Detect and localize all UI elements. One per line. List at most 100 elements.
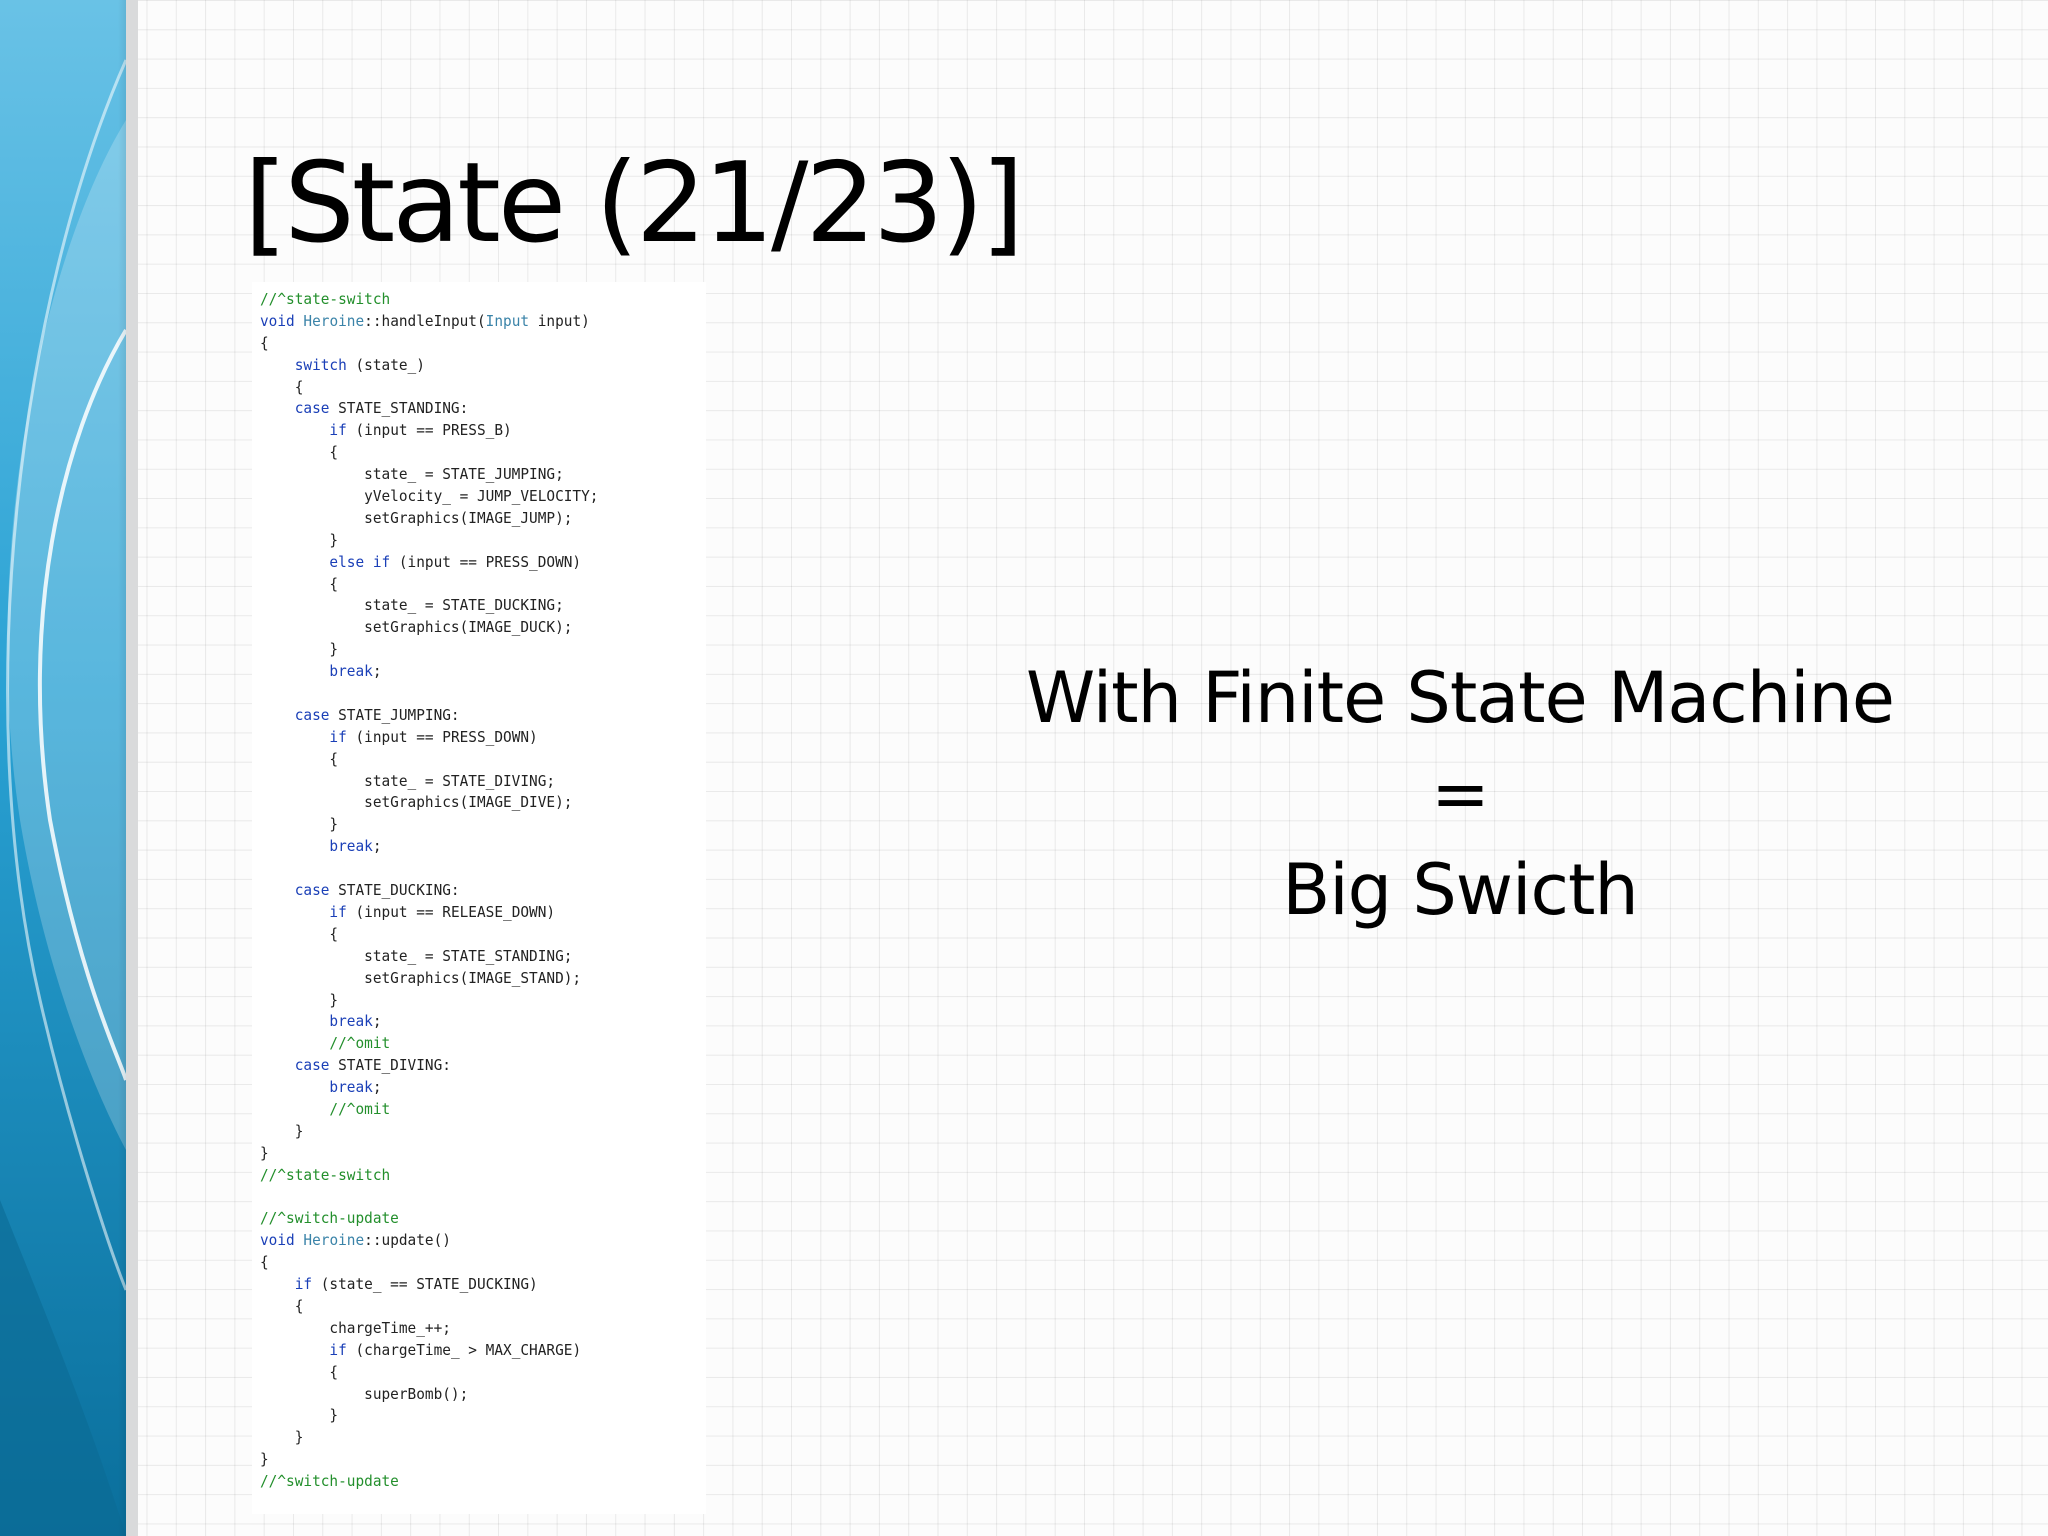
code-line: } <box>260 1427 598 1449</box>
decorative-side-band <box>0 0 138 1536</box>
code-line: } <box>260 1143 598 1165</box>
code-line: void Heroine::handleInput(Input input) <box>260 311 598 333</box>
code-line: case STATE_DUCKING: <box>260 880 598 902</box>
code-line: { <box>260 1252 598 1274</box>
code-line: { <box>260 1362 598 1384</box>
code-token: //^switch-update <box>260 1472 399 1491</box>
code-token: superBomb(); <box>260 1384 469 1403</box>
code-line: } <box>260 530 598 552</box>
code-token: ; <box>372 662 382 681</box>
code-token: (input == PRESS_B) <box>346 421 512 440</box>
code-line: void Heroine::update() <box>260 1230 598 1252</box>
code-line: } <box>260 990 598 1012</box>
code-line: //^switch-update <box>260 1471 598 1493</box>
code-token: ; <box>372 1012 382 1031</box>
code-line: yVelocity_ = JUMP_VELOCITY; <box>260 486 598 508</box>
code-token: } <box>260 1428 304 1447</box>
code-token: { <box>260 1362 339 1381</box>
code-token <box>260 1012 329 1030</box>
code-token: if <box>294 1275 313 1294</box>
code-token: { <box>260 333 269 352</box>
code-line: } <box>260 814 598 836</box>
code-line: superBomb(); <box>260 1384 598 1406</box>
code-token: } <box>260 815 339 834</box>
code-line: case STATE_STANDING: <box>260 398 598 420</box>
code-token: (state_ == STATE_DUCKING) <box>312 1275 538 1294</box>
code-line: //^state-switch <box>260 289 598 311</box>
code-token: void <box>260 1231 304 1250</box>
code-line: break; <box>260 836 598 858</box>
code-token: //^state-switch <box>260 1165 391 1184</box>
code-token: setGraphics(IMAGE_DIVE); <box>260 793 573 812</box>
code-token: setGraphics(IMAGE_JUMP); <box>260 508 573 527</box>
code-token <box>260 706 295 724</box>
code-token: //^state-switch <box>260 290 391 308</box>
code-token: STATE_DUCKING: <box>329 881 460 900</box>
code-line: if (input == PRESS_DOWN) <box>260 727 598 749</box>
code-token: { <box>260 443 339 462</box>
code-token: if <box>329 1340 347 1359</box>
code-token <box>260 728 329 746</box>
code-token: { <box>260 924 339 943</box>
code-line: setGraphics(IMAGE_DIVE); <box>260 792 598 814</box>
formula-equals: = <box>1431 753 1490 835</box>
code-token: (state_) <box>346 355 425 374</box>
code-token: case <box>294 881 330 900</box>
code-token <box>260 553 329 571</box>
code-line: } <box>260 1121 598 1143</box>
code-token: case <box>294 705 330 724</box>
code-line: state_ = STATE_STANDING; <box>260 946 598 968</box>
code-token: break <box>329 662 373 681</box>
code-line: { <box>260 1296 598 1318</box>
code-line: { <box>260 924 598 946</box>
code-token: { <box>260 749 339 768</box>
code-token: state_ = STATE_DIVING; <box>260 771 556 790</box>
code-line: if (input == RELEASE_DOWN) <box>260 902 598 924</box>
code-token: if <box>329 421 347 440</box>
code-line: { <box>260 377 598 399</box>
code-token <box>260 1056 295 1074</box>
code-token: } <box>260 1143 269 1162</box>
code-token: input) <box>529 311 590 330</box>
code-line: state_ = STATE_JUMPING; <box>260 464 598 486</box>
code-token: //^switch-update <box>260 1209 399 1228</box>
code-token: break <box>329 1012 373 1031</box>
code-token: setGraphics(IMAGE_STAND); <box>260 968 582 987</box>
code-token <box>260 662 329 680</box>
code-line: setGraphics(IMAGE_STAND); <box>260 968 598 990</box>
code-token: if <box>329 727 347 746</box>
code-token: ; <box>372 837 382 856</box>
code-line: //^omit <box>260 1099 598 1121</box>
code-token: Input <box>485 311 530 330</box>
code-token: break <box>329 1078 373 1097</box>
code-token <box>260 903 329 921</box>
code-token: case <box>294 1056 330 1075</box>
code-token <box>260 1034 329 1052</box>
code-token: STATE_JUMPING: <box>329 705 460 724</box>
code-token: chargeTime_++; <box>260 1318 451 1337</box>
code-panel <box>252 282 706 1514</box>
code-line: case STATE_DIVING: <box>260 1055 598 1077</box>
code-token: (input == PRESS_DOWN) <box>346 727 538 746</box>
code-line <box>260 683 598 705</box>
code-token: Heroine <box>303 1231 365 1250</box>
code-line: { <box>260 333 598 355</box>
code-token: state_ = STATE_DUCKING; <box>260 596 564 615</box>
code-line: } <box>260 1405 598 1427</box>
code-token: STATE_STANDING: <box>329 399 469 418</box>
code-token: { <box>260 1296 304 1315</box>
code-line: chargeTime_++; <box>260 1318 598 1340</box>
code-token: ; <box>372 1078 382 1097</box>
code-token: } <box>260 1121 304 1140</box>
code-line: break; <box>260 661 598 683</box>
code-line: { <box>260 749 598 771</box>
formula-text: With Finite State Machine = Big Swicth <box>960 650 1960 938</box>
code-token: if <box>329 902 347 921</box>
code-token: { <box>260 574 339 593</box>
formula-line-3: Big Swicth <box>1282 849 1639 931</box>
code-token <box>260 421 329 439</box>
code-token <box>260 356 295 374</box>
code-line: state_ = STATE_DIVING; <box>260 771 598 793</box>
code-token <box>260 1341 329 1359</box>
